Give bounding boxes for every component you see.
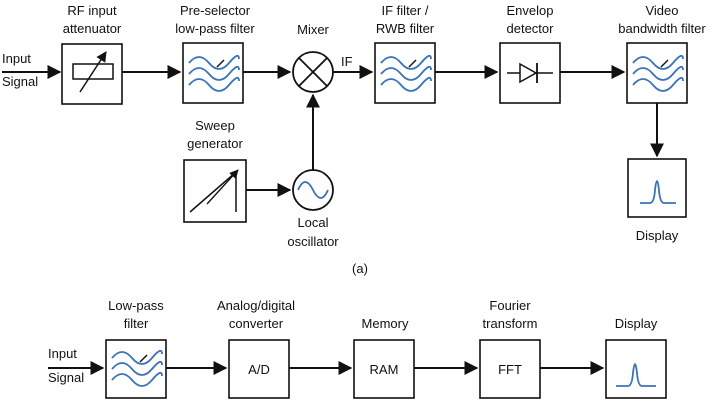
- sweep-label-1: Sweep: [195, 118, 235, 133]
- if-filter-label-1: IF filter /: [382, 3, 429, 18]
- filter-wave-icon: [111, 349, 163, 387]
- envelope-label-2: detector: [507, 21, 555, 36]
- sweep-label-2: generator: [187, 136, 243, 151]
- video-filter-label-1: Video: [645, 3, 678, 18]
- diode-icon: [507, 62, 553, 84]
- local-osc-label-1: Local: [297, 215, 328, 230]
- lowpass-box: [105, 339, 167, 399]
- adc-label-2: converter: [229, 316, 284, 331]
- fft-box-text: FFT: [498, 362, 522, 377]
- display-label-a: Display: [636, 228, 679, 243]
- adc-box: [228, 339, 290, 399]
- ram-box-text: RAM: [370, 362, 399, 377]
- local-osc-label-2: oscillator: [287, 234, 339, 249]
- lowpass-label-2: filter: [124, 316, 149, 331]
- local-oscillator-icon: [292, 169, 334, 211]
- filter-wave-icon: [188, 54, 240, 92]
- filter-wave-icon: [380, 54, 432, 92]
- memory-label: Memory: [362, 316, 409, 331]
- display-label-b: Display: [615, 316, 658, 331]
- adc-box-text: A/D: [248, 362, 270, 377]
- fft-box: [479, 339, 541, 399]
- ram-box: [353, 339, 415, 399]
- diagram-b: Input Signal Low-pass filter Analog/digi…: [48, 298, 667, 399]
- mixer-label: Mixer: [297, 22, 329, 37]
- video-filter-label-2: bandwidth filter: [618, 21, 706, 36]
- sawtooth-icon: [189, 169, 239, 213]
- if-filter-box: [374, 42, 436, 104]
- filter-wave-icon: [632, 54, 684, 92]
- video-filter-box: [626, 42, 688, 104]
- rf-attenuator-label-2: attenuator: [63, 21, 122, 36]
- attenuator-icon: [72, 51, 114, 93]
- spectrum-peak-icon: [640, 180, 676, 204]
- fourier-label-2: transform: [483, 316, 538, 331]
- spectrum-peak-icon: [616, 363, 656, 387]
- caption-a: (a): [352, 261, 368, 276]
- rf-attenuator-label-1: RF input: [67, 3, 117, 18]
- preselector-label-1: Pre-selector: [180, 3, 251, 18]
- if-label: IF: [341, 54, 353, 69]
- input-label-b-2: Signal: [48, 370, 84, 385]
- display-box-a: [627, 158, 687, 218]
- lowpass-label-1: Low-pass: [108, 298, 164, 313]
- input-label-a-1: Input: [2, 51, 31, 66]
- preselector-label-2: low-pass filter: [175, 21, 255, 36]
- input-label-a-2: Signal: [2, 74, 38, 89]
- adc-label-1: Analog/digital: [217, 298, 295, 313]
- mixer-icon: [292, 51, 334, 93]
- envelope-label-1: Envelop: [507, 3, 554, 18]
- preselector-box: [182, 42, 244, 104]
- fourier-label-1: Fourier: [489, 298, 531, 313]
- diagram-a: Input Signal RF input attenuator Pre-sel…: [2, 3, 706, 276]
- if-filter-label-2: RWB filter: [376, 21, 435, 36]
- input-label-b-1: Input: [48, 346, 77, 361]
